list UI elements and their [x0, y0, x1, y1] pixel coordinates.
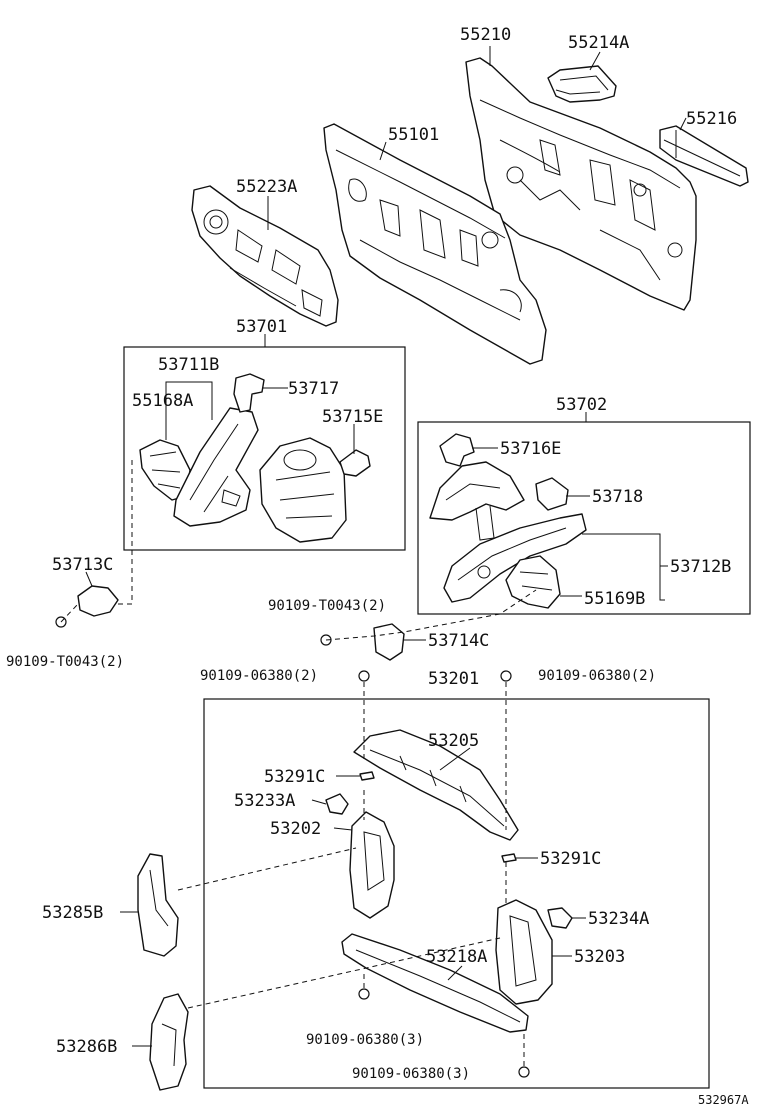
label-bolt-left: 90109-T0043(2) — [6, 654, 124, 670]
label-bolt-mid: 90109-T0043(2) — [268, 598, 386, 614]
label-55168A: 55168A — [132, 391, 193, 411]
label-53203: 53203 — [574, 947, 625, 967]
part-55223A — [191, 185, 339, 327]
label-55223A: 55223A — [236, 177, 297, 197]
part-53702-upper — [429, 461, 525, 541]
label-53712B: 53712B — [670, 557, 731, 577]
part-53717 — [233, 373, 265, 413]
label-53702: 53702 — [556, 395, 607, 415]
bolt-top-left-icon — [358, 670, 370, 682]
part-53718 — [535, 477, 569, 511]
label-bolt-top-right: 90109-06380(2) — [538, 668, 656, 684]
leader-lines — [85, 46, 687, 1047]
label-53713C: 53713C — [52, 555, 113, 575]
label-53285B: 53285B — [42, 903, 103, 923]
label-53711B: 53711B — [158, 355, 219, 375]
label-53715E: 53715E — [322, 407, 383, 427]
part-55214A — [547, 65, 617, 103]
part-53234A — [547, 907, 573, 929]
part-55169B — [505, 555, 561, 609]
label-53202: 53202 — [270, 819, 321, 839]
part-53714C — [373, 623, 405, 661]
dashed-lines — [60, 460, 537, 1066]
part-53711B — [173, 407, 259, 527]
label-53717: 53717 — [288, 379, 339, 399]
label-53291C-b: 53291C — [540, 849, 601, 869]
label-53233A: 53233A — [234, 791, 295, 811]
part-53712B — [443, 513, 587, 603]
label-53286B: 53286B — [56, 1037, 117, 1057]
label-53234A: 53234A — [588, 909, 649, 929]
label-55210: 55210 — [460, 25, 511, 45]
part-53285B — [137, 853, 179, 957]
label-55216: 55216 — [686, 109, 737, 129]
label-53205: 53205 — [428, 731, 479, 751]
part-53286B — [149, 993, 189, 1091]
part-53713-assembly — [259, 437, 347, 543]
part-55210 — [465, 57, 697, 311]
label-55101: 55101 — [388, 125, 439, 145]
part-53716E — [439, 433, 475, 467]
label-bolt-bottom-a: 90109-06380(3) — [306, 1032, 424, 1048]
diagram-id: 532967A — [698, 1093, 749, 1107]
part-53233A — [325, 793, 349, 815]
assembly-box-53201 — [203, 698, 710, 1089]
bolt-top-right-icon — [500, 670, 512, 682]
label-53291C-a: 53291C — [264, 767, 325, 787]
label-53218A: 53218A — [426, 947, 487, 967]
bolt-bottom-a-icon — [358, 988, 370, 1000]
label-bolt-bottom-b: 90109-06380(3) — [352, 1066, 470, 1082]
part-53713C — [77, 585, 119, 617]
part-53291C-b — [501, 853, 517, 863]
part-53203 — [495, 899, 553, 1005]
label-bolt-top-left: 90109-06380(2) — [200, 668, 318, 684]
part-55101 — [323, 123, 547, 365]
label-53714C: 53714C — [428, 631, 489, 651]
label-55169B: 55169B — [584, 589, 645, 609]
label-53701: 53701 — [236, 317, 287, 337]
part-53291C-a — [359, 771, 375, 781]
label-55214A: 55214A — [568, 33, 629, 53]
part-53715E — [339, 449, 371, 477]
part-53205 — [353, 729, 519, 841]
assembly-box-53702 — [417, 421, 751, 615]
bolt-bottom-b-icon — [518, 1066, 530, 1078]
label-53716E: 53716E — [500, 439, 561, 459]
label-53718: 53718 — [592, 487, 643, 507]
part-53202 — [349, 811, 395, 919]
label-53201: 53201 — [428, 669, 479, 689]
part-55216 — [659, 125, 749, 187]
